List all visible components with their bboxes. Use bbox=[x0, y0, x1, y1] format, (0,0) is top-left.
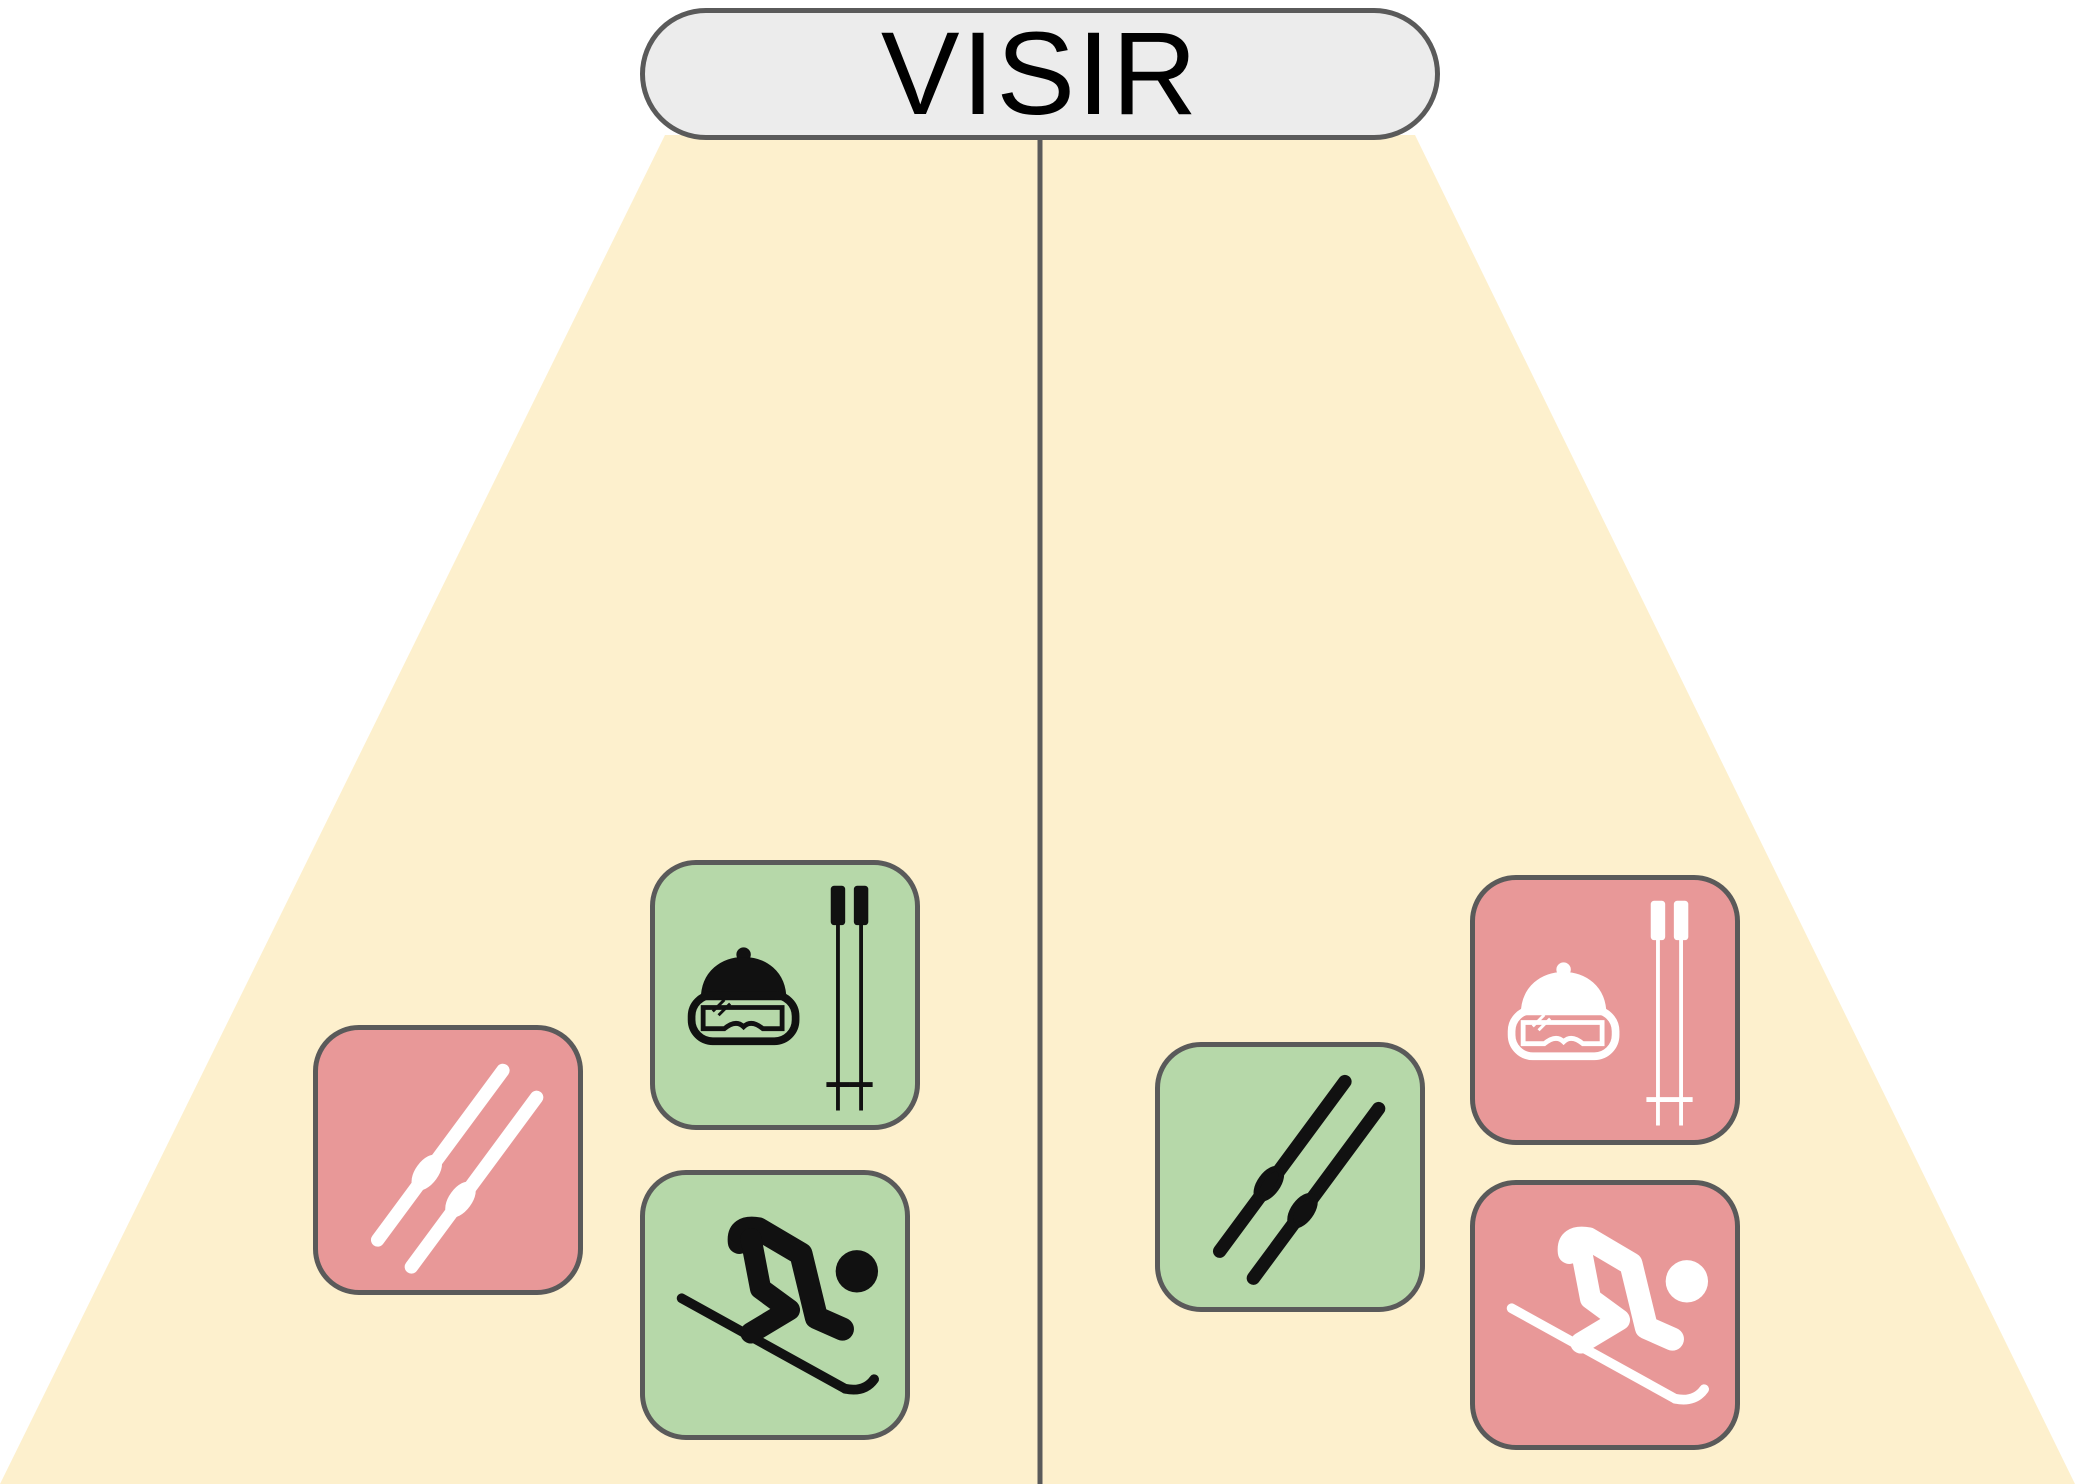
skis-icon bbox=[1212, 1074, 1386, 1285]
helmet-goggles-poles-icon bbox=[687, 885, 873, 1111]
title-label: VISIR bbox=[880, 8, 1200, 140]
downhill-skier-icon bbox=[676, 1216, 879, 1395]
helmet-goggles-poles-icon bbox=[1507, 900, 1693, 1126]
skis-icon bbox=[370, 1063, 544, 1274]
right-skis-tile bbox=[1155, 1042, 1425, 1312]
left-skier-tile bbox=[640, 1170, 910, 1440]
field-of-view-left bbox=[0, 135, 1040, 1484]
title-pill: VISIR bbox=[640, 8, 1440, 140]
downhill-skier-icon bbox=[1506, 1226, 1709, 1405]
right-skier-tile bbox=[1470, 1180, 1740, 1450]
right-gear-tile bbox=[1470, 875, 1740, 1145]
left-skis-tile bbox=[313, 1025, 583, 1295]
left-gear-tile bbox=[650, 860, 920, 1130]
